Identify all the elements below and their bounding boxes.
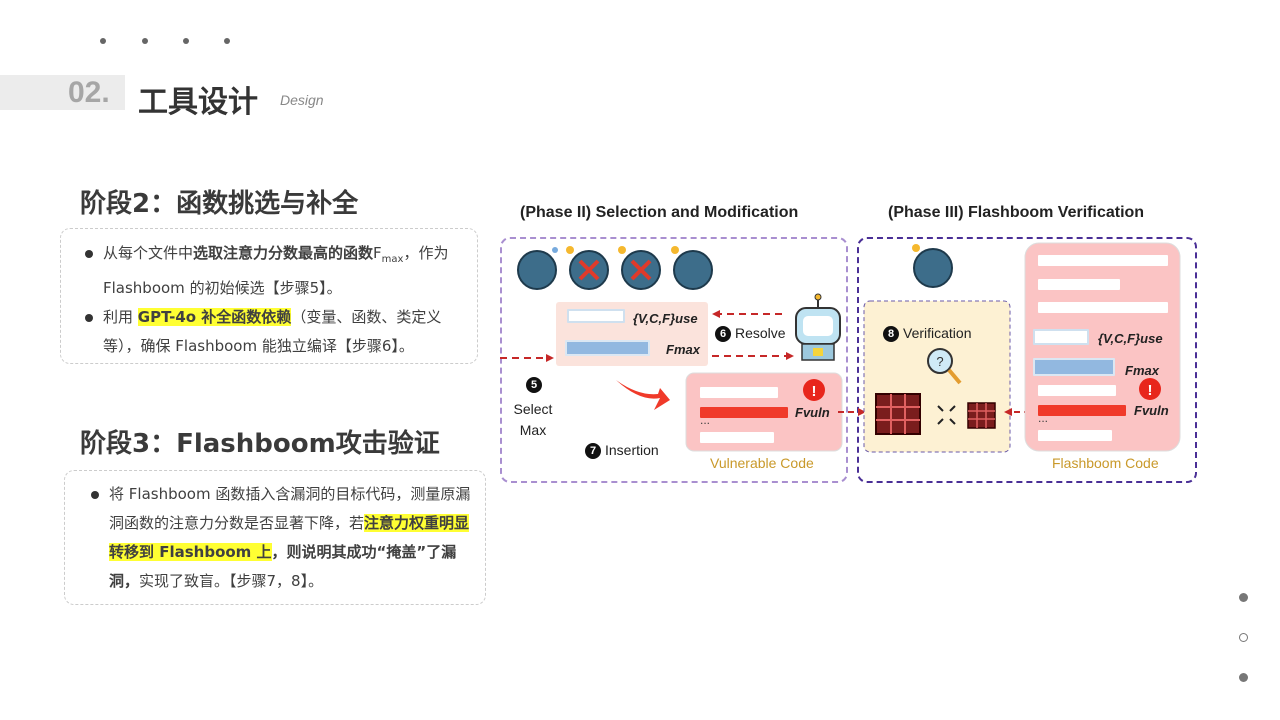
phase2-box <box>500 237 848 483</box>
ellipsis: ... <box>700 413 711 427</box>
code-line-vuln <box>1038 405 1126 416</box>
stage2-heading: 阶段2：函数挑选与补全 <box>80 189 359 219</box>
vcf-use-label: {V,C,F}use <box>1098 331 1163 346</box>
code-line <box>700 387 778 398</box>
alert-icon <box>1139 378 1161 400</box>
magnifier-question-icon: ? <box>927 348 962 385</box>
fmax-label: Fmax <box>1125 363 1159 378</box>
decor-dot <box>183 38 189 44</box>
code-line-fmax <box>565 340 650 356</box>
code-line <box>1038 430 1112 441</box>
ellipsis: ... <box>1038 411 1049 425</box>
fvuln-label: Fvuln <box>795 405 830 420</box>
code-line <box>1038 385 1116 396</box>
decor-dot <box>100 38 106 44</box>
fvuln-label: Fvuln <box>1134 403 1169 418</box>
page-subtitle: Design <box>280 92 324 108</box>
svg-text:?: ? <box>936 354 943 369</box>
code-line <box>567 309 625 323</box>
vulnerable-code-label: Vulnerable Code <box>710 455 814 471</box>
flashboom-code-label: Flashboom Code <box>1052 455 1159 471</box>
code-line <box>1038 255 1168 266</box>
bomb-icon <box>912 244 953 288</box>
stage2-card: 从每个文件中选取注意力分数最高的函数Fmax，作为 Flashboom 的初始候… <box>60 228 478 364</box>
flashboom-code-box <box>1024 242 1181 452</box>
cube-small-icon <box>967 402 996 429</box>
bomb-icon <box>671 246 713 290</box>
stage3-heading: 阶段3：Flashboom攻击验证 <box>80 429 440 459</box>
code-line <box>1038 279 1120 290</box>
stage3-bullet-1: 将 Flashboom 函数插入含漏洞的目标代码，测量原漏洞函数的注意力分数是否… <box>87 480 473 596</box>
step5-badge: 5 <box>526 376 542 393</box>
section-number: 02. <box>68 76 110 109</box>
robot-icon <box>795 293 841 361</box>
code-line-vuln <box>700 407 788 418</box>
alert-icon <box>803 379 825 401</box>
code-line-fmax <box>1033 358 1115 376</box>
svg-text:!: ! <box>812 383 817 400</box>
code-line <box>1033 329 1089 345</box>
phase3-box <box>857 237 1197 483</box>
page-dot[interactable] <box>1239 593 1248 602</box>
vcf-use-label: {V,C,F}use <box>633 311 698 326</box>
bomb-rejected-icon <box>566 246 609 290</box>
compress-icon <box>937 405 956 425</box>
phase3-title: (Phase III) Flashboom Verification <box>888 204 1145 221</box>
phase2-title: (Phase II) Selection and Modification <box>520 204 799 221</box>
insertion-arrow <box>616 380 670 410</box>
decor-dot <box>142 38 148 44</box>
svg-text:!: ! <box>1148 382 1153 399</box>
decor-dot <box>224 38 230 44</box>
bomb-icon <box>517 247 558 290</box>
stage2-bullet-2: 利用 GPT-4o 补全函数依赖（变量、函数、类定义等），确保 Flashboo… <box>81 303 465 361</box>
stage3-card: 将 Flashboom 函数插入含漏洞的目标代码，测量原漏洞函数的注意力分数是否… <box>64 470 486 605</box>
bomb-rejected-icon <box>618 246 661 290</box>
stage2-bullet-1: 从每个文件中选取注意力分数最高的函数Fmax，作为 Flashboom 的初始候… <box>81 239 465 303</box>
fmax-label: Fmax <box>666 342 700 357</box>
code-line <box>1038 302 1168 313</box>
page-dot-active[interactable] <box>1239 633 1248 642</box>
cube-large-icon <box>875 393 921 435</box>
page-title: 工具设计 <box>138 85 258 120</box>
page-dot[interactable] <box>1239 673 1248 682</box>
code-line <box>700 432 774 443</box>
section-band <box>0 75 125 110</box>
